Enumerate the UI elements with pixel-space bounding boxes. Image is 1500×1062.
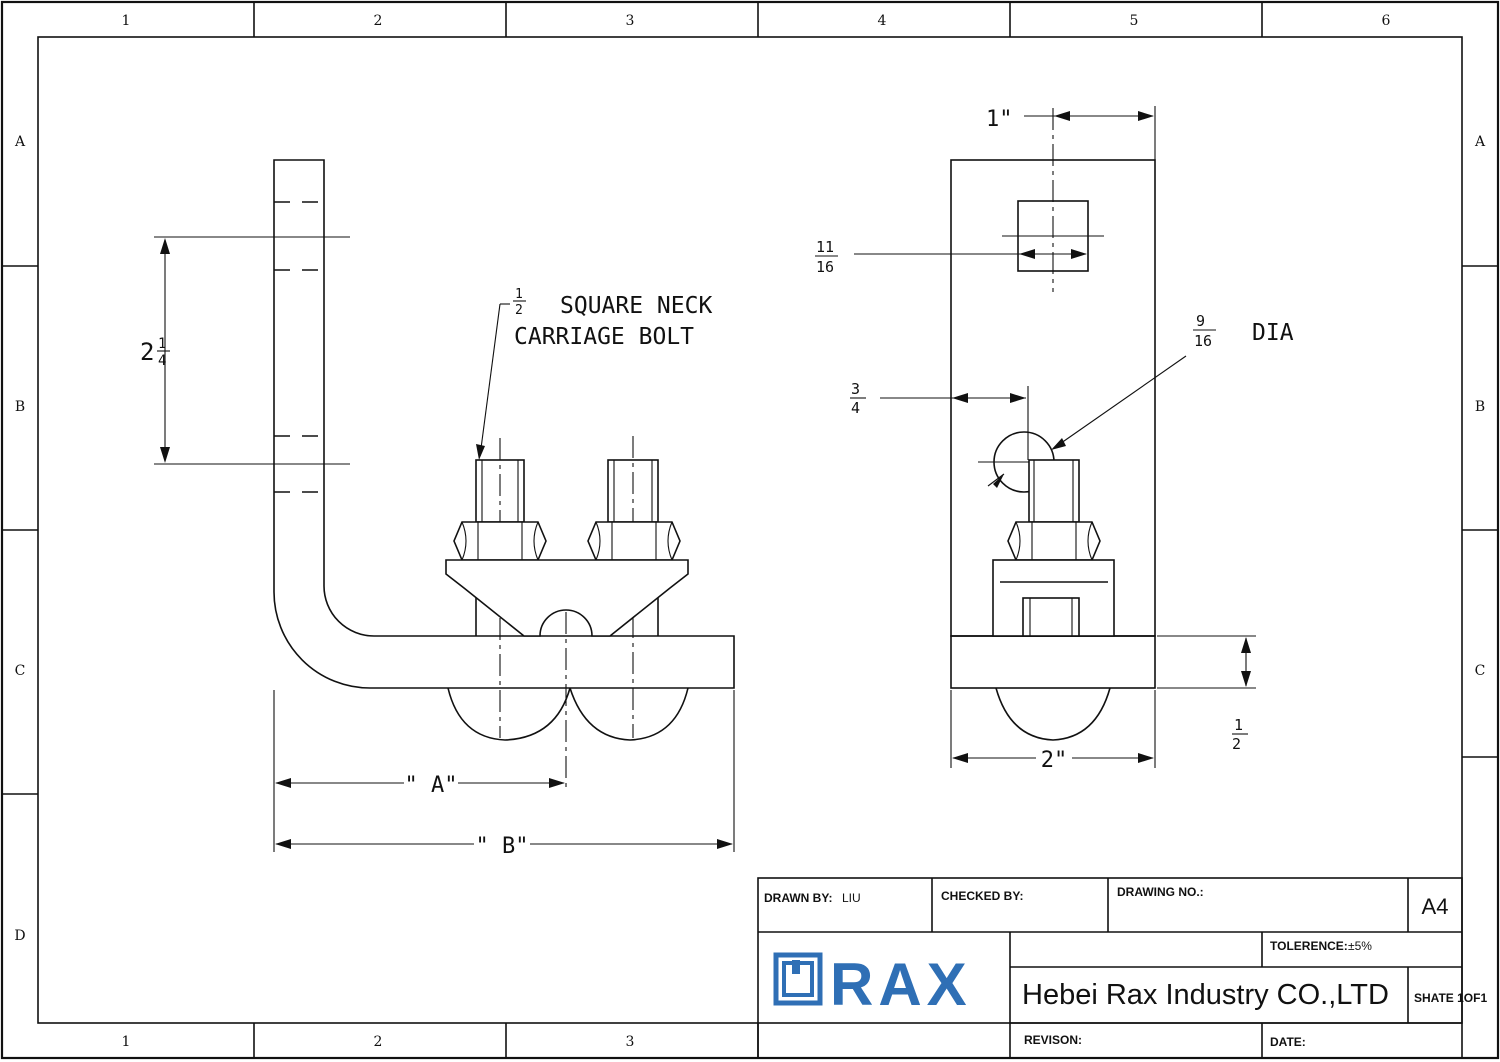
col-label-top-2: 2 xyxy=(374,13,383,29)
row-label-right-c: C xyxy=(1475,663,1486,679)
row-labels: A B C D A B C xyxy=(14,134,1486,944)
col-label-top-4: 4 xyxy=(878,13,887,29)
carriage-bolt-callout: 1 2 SQUARE NECK CARRIAGE BOLT xyxy=(513,287,712,350)
date-label: DATE: xyxy=(1270,1035,1306,1049)
drawn-by-label: DRAWN BY: xyxy=(764,891,832,905)
offset-dim-den: 4 xyxy=(851,399,860,417)
bolt-callout-line2: CARRIAGE BOLT xyxy=(514,324,694,350)
col-label-bottom-1: 1 xyxy=(122,1034,131,1050)
thickness-dim-den: 2 xyxy=(1232,735,1241,753)
hole-callout: 9 16 DIA xyxy=(978,312,1294,493)
row-label-left-d: D xyxy=(14,928,25,944)
bolt-callout-line1: SQUARE NECK xyxy=(560,293,712,319)
height-dim-num: 1 xyxy=(158,336,166,352)
bolt-head-left xyxy=(447,687,571,741)
revision-label: REVISON: xyxy=(1024,1033,1082,1047)
hex-nut-left xyxy=(453,521,547,561)
sheet-label: SHATE 1OF1 xyxy=(1414,991,1487,1005)
checked-by-label: CHECKED BY: xyxy=(941,889,1023,903)
front-view: 1" 11 16 9 16 DIA xyxy=(815,106,1294,773)
col-label-bottom-3: 3 xyxy=(626,1034,635,1050)
height-dim-den: 4 xyxy=(158,353,166,369)
logo-text: RAX xyxy=(830,951,972,1018)
row-label-left-b: B xyxy=(15,399,25,415)
hole-dim-suffix: DIA xyxy=(1252,320,1294,346)
dim-a-label: " A" xyxy=(405,773,458,798)
row-label-left-c: C xyxy=(15,663,26,679)
column-labels: 1 2 3 4 5 6 1 2 3 xyxy=(122,13,1391,1050)
drawing-no-label: DRAWING NO.: xyxy=(1117,885,1204,899)
company-name: Hebei Rax Industry CO.,LTD xyxy=(1022,979,1389,1011)
dimension-b: " B" xyxy=(275,690,735,859)
dim-top-label: 1" xyxy=(986,107,1013,132)
bolt-head-right xyxy=(569,687,689,741)
hex-nut-right xyxy=(587,521,681,561)
width-dim-label: 2" xyxy=(1041,748,1068,773)
col-label-top-1: 1 xyxy=(122,13,131,29)
dimension-slot: 11 16 xyxy=(815,238,1087,276)
col-label-top-5: 5 xyxy=(1130,13,1139,29)
row-label-left-a: A xyxy=(14,134,26,150)
tolerance-label: TOLERENCE: xyxy=(1270,939,1348,953)
col-label-bottom-2: 2 xyxy=(374,1034,383,1050)
dim-b-label: " B" xyxy=(476,834,529,859)
row-label-right-a: A xyxy=(1474,134,1486,150)
slot-dim-num: 11 xyxy=(816,238,834,256)
tolerance-value: ±5% xyxy=(1348,939,1372,953)
hole-dim-den: 16 xyxy=(1194,332,1212,350)
title-block: DRAWN BY: LIU CHECKED BY: DRAWING NO.: T… xyxy=(757,877,1487,1059)
slot-dim-den: 16 xyxy=(816,258,834,276)
dimension-offset: 3 4 xyxy=(850,380,1029,460)
drawn-by-value: LIU xyxy=(842,891,861,905)
col-label-top-3: 3 xyxy=(626,13,635,29)
bolt-fraction-num: 1 xyxy=(515,287,523,302)
row-label-right-b: B xyxy=(1475,399,1485,415)
offset-dim-num: 3 xyxy=(851,380,860,398)
hole-dim-num: 9 xyxy=(1196,312,1205,330)
height-dim-whole: 2 xyxy=(140,338,154,366)
clamp-plate xyxy=(445,559,689,637)
thickness-dim-num: 1 xyxy=(1234,716,1243,734)
dimension-width: 2" xyxy=(950,690,1156,773)
dimension-top-width: 1" xyxy=(986,106,1156,160)
sheet-size: A4 xyxy=(1422,894,1449,919)
height-dimension: 2 1 4 xyxy=(140,236,350,465)
dimension-thickness: 1 2 xyxy=(1157,635,1256,753)
rax-logo: RAX xyxy=(773,951,972,1018)
side-view: 2 1 4 xyxy=(140,159,735,859)
dimension-a: " A" xyxy=(273,690,565,852)
bolt-fraction-den: 2 xyxy=(515,303,523,318)
col-label-top-6: 6 xyxy=(1382,13,1391,29)
